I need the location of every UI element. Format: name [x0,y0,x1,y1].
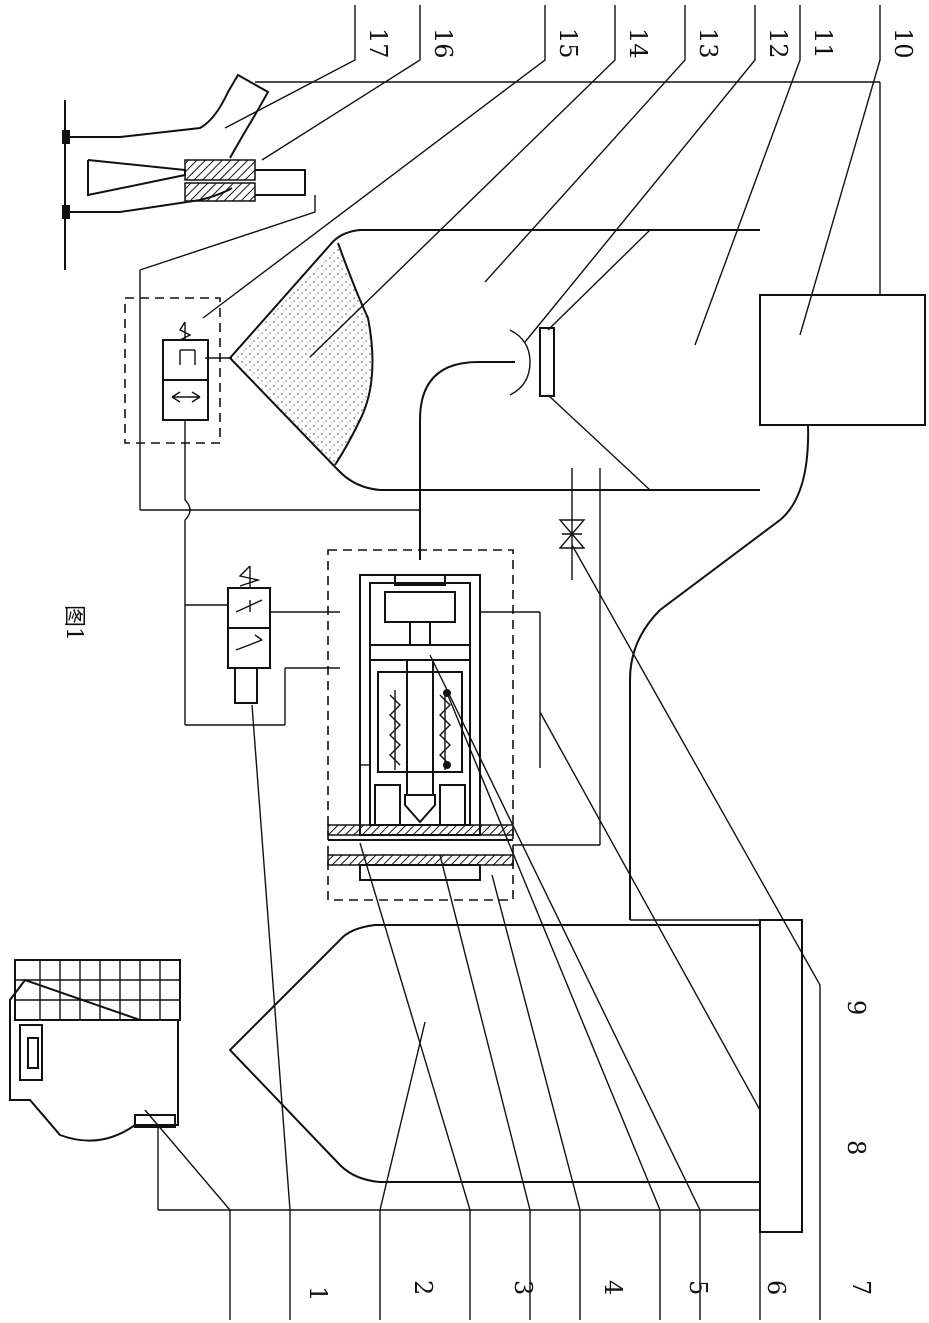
part-labels: 17 16 15 14 13 12 11 10 1 2 3 4 5 6 7 8 … [61,28,917,1301]
figure-caption: 图1 [61,605,86,641]
cylinder-assembly [327,468,601,901]
valve-2 [185,565,340,726]
label-6: 6 [762,1280,790,1295]
valve-12 [124,195,420,725]
label-11: 11 [809,28,837,59]
label-17: 17 [364,28,392,59]
label-5: 5 [684,1280,712,1295]
exhaust-duct [629,424,810,920]
label-3: 3 [509,1280,537,1295]
tank-2 [157,919,803,1233]
label-12: 12 [764,28,792,59]
label-16: 16 [429,28,457,59]
label-13: 13 [694,28,722,59]
label-9: 9 [842,1000,870,1015]
burner-assembly [62,73,880,270]
valve-9 [558,468,586,580]
label-15: 15 [554,28,582,59]
label-10: 10 [889,28,917,59]
label-1: 1 [304,1286,332,1301]
label-8: 8 [842,1140,870,1155]
label-14: 14 [624,28,652,59]
label-4: 4 [599,1280,627,1295]
motor-1 [9,959,181,1142]
leader-lines [144,5,881,1320]
label-7: 7 [847,1280,875,1295]
label-2: 2 [409,1280,437,1295]
block-10 [759,82,926,426]
vessel [228,229,760,560]
